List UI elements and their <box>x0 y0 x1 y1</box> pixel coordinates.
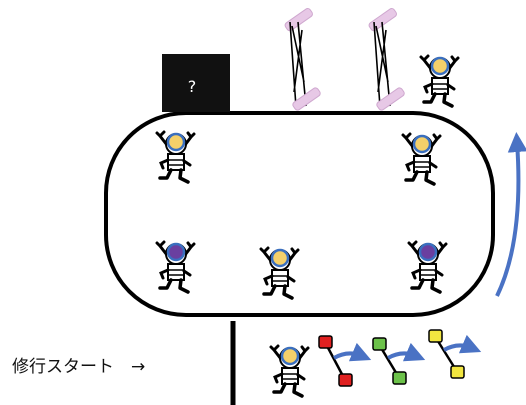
weight-yellow <box>428 329 482 379</box>
mystery-box-label: ? <box>188 77 197 96</box>
hurdle-1 <box>283 6 323 113</box>
direction-arrow <box>495 132 526 297</box>
runner-outside-top <box>419 54 460 108</box>
runner-top-left <box>155 130 196 184</box>
runner-start <box>269 344 310 398</box>
oval-track <box>104 111 495 317</box>
start-label: 修行スタート → <box>12 357 146 377</box>
hurdle-2 <box>367 6 407 113</box>
mystery-box <box>162 54 230 112</box>
runner-bottom-right <box>407 240 448 294</box>
weight-green <box>372 337 426 385</box>
runner-top-right <box>401 132 442 186</box>
runner-bottom-middle <box>259 246 300 300</box>
weight-red <box>318 335 372 387</box>
runner-bottom-left <box>155 240 196 294</box>
